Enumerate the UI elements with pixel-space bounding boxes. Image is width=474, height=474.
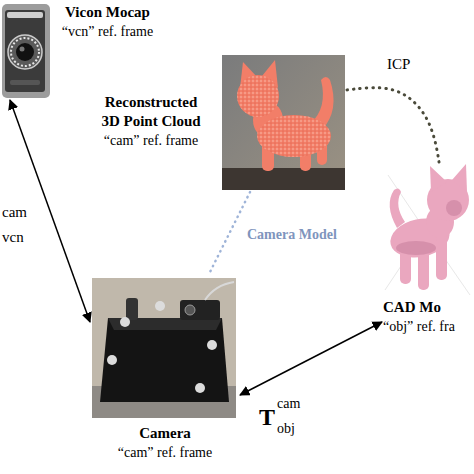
edge-label: ICP: [385, 56, 412, 73]
frame-subtitle: “cam” ref. frame: [97, 131, 205, 150]
frame-name: Reconstructed 3D Point Cloud: [97, 93, 205, 131]
frame-node: Camera“cam” ref. frame: [90, 275, 240, 467]
frame-node: Vicon Mocap“vcn” ref. frame: [0, 0, 160, 100]
dotted-link: [347, 88, 440, 168]
frame-name: Camera: [90, 424, 240, 443]
point-cloud-photo: [222, 55, 345, 190]
frame-name: Vicon Mocap: [55, 3, 160, 22]
frame-caption: Vicon Mocap“vcn” ref. frame: [55, 3, 160, 41]
frame-index: cam: [2, 204, 27, 221]
frame-node: CAD Mo“obj” ref. fra: [382, 168, 474, 343]
transform-symbol: T: [259, 404, 275, 430]
frame-subtitle: “obj” ref. fra: [383, 317, 473, 336]
frame-node: Reconstructed 3D Point Cloud“cam” ref. f…: [85, 55, 347, 192]
frame-name: CAD Mo: [383, 298, 473, 317]
frame-subtitle: “cam” ref. frame: [90, 443, 240, 462]
edge-label: Camera Model: [245, 227, 339, 242]
frame-caption: CAD Mo“obj” ref. fra: [383, 298, 473, 336]
frame-caption: Camera“cam” ref. frame: [90, 424, 240, 462]
transform-arrow: [240, 322, 382, 395]
cad-model-kitten: [385, 164, 470, 295]
vicon-camera-icon: [2, 4, 50, 98]
dotted-link: [209, 192, 251, 275]
frame-subtitle: “vcn” ref. frame: [55, 22, 160, 41]
frame-index: vcn: [2, 229, 24, 246]
camera-rig-photo: [92, 278, 236, 418]
frame-caption: Reconstructed 3D Point Cloud“cam” ref. f…: [97, 93, 205, 150]
frame-index: obj: [277, 421, 295, 436]
frame-index: cam: [277, 396, 300, 411]
